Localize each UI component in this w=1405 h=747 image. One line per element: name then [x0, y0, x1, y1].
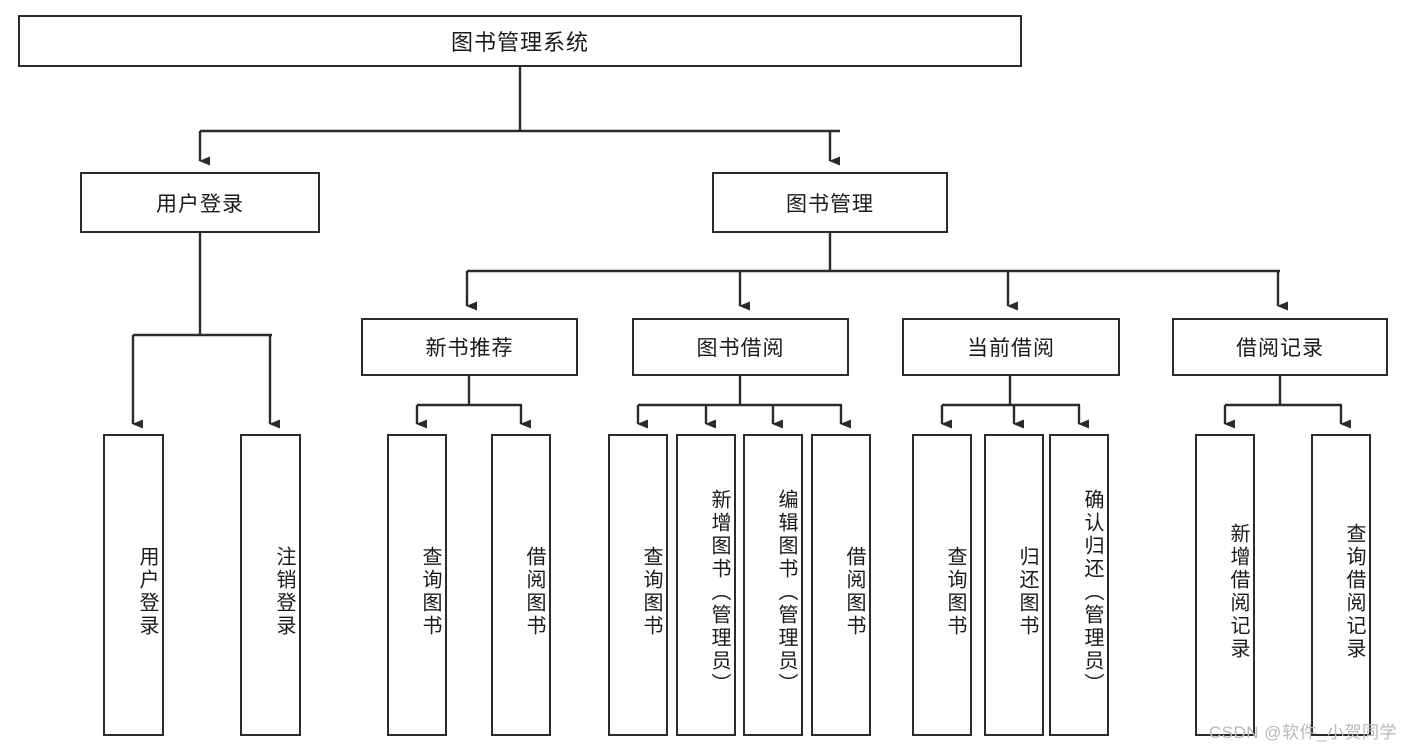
leaf-borrow-book-borrowing[interactable]: 借阅图书: [811, 434, 871, 736]
node-label: 查询图书: [640, 546, 662, 638]
node-label: 当前借阅: [967, 337, 1055, 360]
leaf-logout[interactable]: 注销登录: [240, 434, 301, 736]
node-current-borrowing[interactable]: 当前借阅: [902, 318, 1120, 376]
node-label: 图书管理: [786, 192, 874, 216]
node-user-login[interactable]: 用户登录: [80, 172, 320, 233]
node-label: 借阅记录: [1236, 337, 1324, 360]
leaf-query-book-recommendation[interactable]: 查询图书: [387, 434, 447, 736]
node-book-management[interactable]: 图书管理: [712, 172, 948, 233]
leaf-query-borrowing-record[interactable]: 查询借阅记录: [1311, 434, 1371, 736]
node-label: 新增图书（管理员）: [708, 488, 730, 696]
node-book-borrowing[interactable]: 图书借阅: [632, 318, 849, 376]
node-label: 新书推荐: [425, 337, 514, 360]
leaf-confirm-return-admin[interactable]: 确认归还（管理员）: [1049, 434, 1109, 736]
node-label: 图书借阅: [696, 337, 785, 360]
node-label: 确认归还（管理员）: [1081, 488, 1103, 696]
node-label: 图书管理系统: [450, 30, 589, 55]
node-label: 编辑图书（管理员）: [775, 488, 797, 696]
leaf-borrow-book-recommendation[interactable]: 借阅图书: [491, 434, 551, 736]
node-label: 借阅图书: [523, 546, 545, 638]
leaf-query-book-borrowing[interactable]: 查询图书: [608, 434, 668, 736]
node-label: 用户登录: [136, 546, 158, 638]
node-label: 查询图书: [419, 546, 441, 638]
leaf-add-book-admin[interactable]: 新增图书（管理员）: [676, 434, 736, 736]
node-label: 借阅图书: [843, 546, 865, 638]
leaf-add-borrowing-record[interactable]: 新增借阅记录: [1195, 434, 1255, 736]
leaf-return-book[interactable]: 归还图书: [984, 434, 1044, 736]
csdn-watermark: CSDN @软件_小贺同学: [1208, 723, 1397, 742]
node-label: 用户登录: [156, 192, 244, 216]
node-label: 归还图书: [1016, 546, 1038, 638]
node-label: 查询借阅记录: [1343, 523, 1365, 661]
leaf-edit-book-admin[interactable]: 编辑图书（管理员）: [743, 434, 803, 736]
node-label: 新增借阅记录: [1227, 523, 1249, 661]
node-label: 注销登录: [273, 546, 295, 638]
node-borrowing-record[interactable]: 借阅记录: [1172, 318, 1388, 376]
node-new-book-recommendation[interactable]: 新书推荐: [361, 318, 578, 376]
leaf-query-book-current[interactable]: 查询图书: [912, 434, 972, 736]
node-root-book-management-system[interactable]: 图书管理系统: [18, 15, 1022, 67]
node-label: 查询图书: [944, 546, 966, 638]
leaf-user-login[interactable]: 用户登录: [103, 434, 164, 736]
